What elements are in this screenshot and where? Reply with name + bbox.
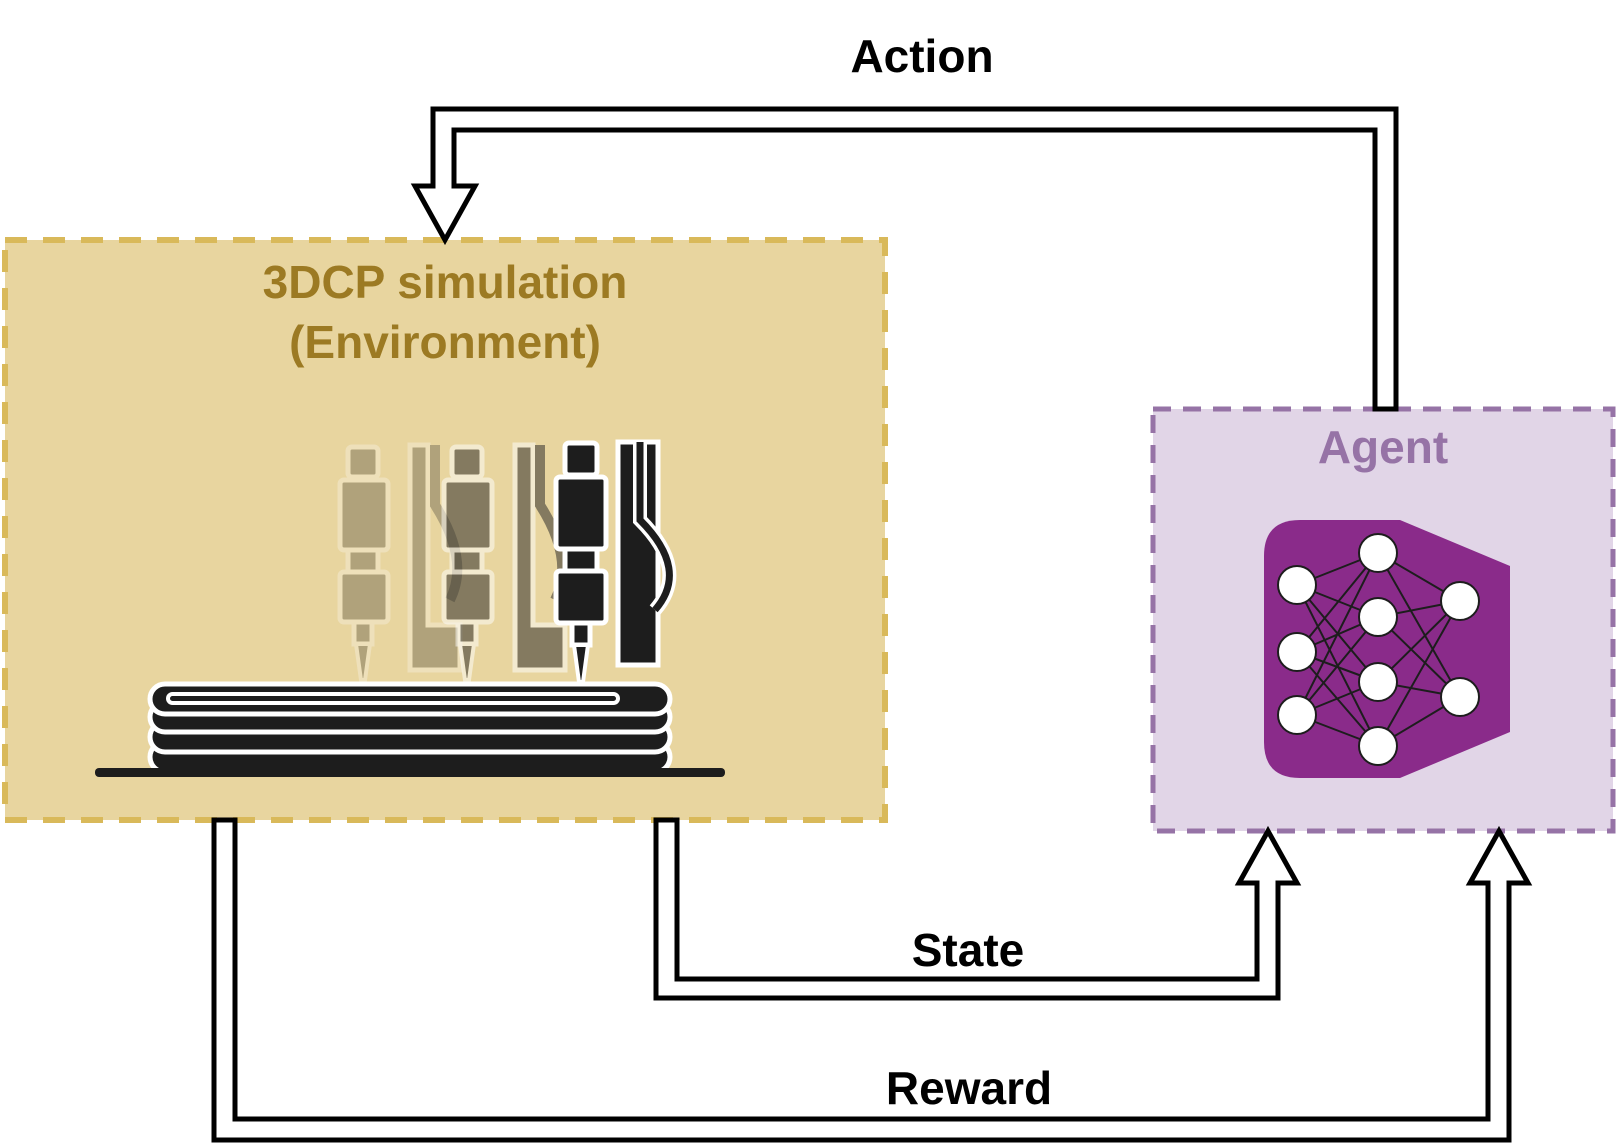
action-label: Action <box>850 30 993 82</box>
agent-title: Agent <box>1318 421 1448 473</box>
reward-arrow: Reward <box>211 817 1533 1143</box>
state-label: State <box>912 924 1024 976</box>
environment-title-line2: (Environment) <box>289 316 601 368</box>
neural-network-icon <box>1264 520 1510 778</box>
action-arrow: Action <box>410 30 1399 412</box>
environment-title-line1: 3DCP simulation <box>263 256 628 308</box>
state-arrow: State <box>653 817 1302 1001</box>
3d-concrete-printer-nozzle-icon <box>95 439 725 777</box>
reward-label: Reward <box>886 1062 1052 1114</box>
